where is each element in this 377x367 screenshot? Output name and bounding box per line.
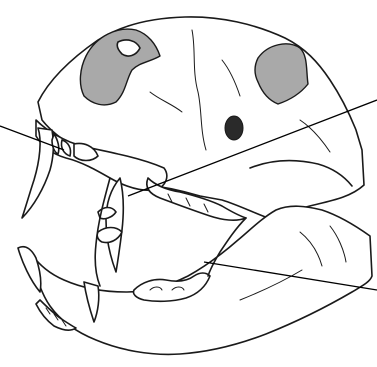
upper-canine bbox=[22, 128, 53, 218]
nasal-foramen bbox=[225, 116, 243, 140]
upper-fang bbox=[106, 178, 123, 272]
lower-canine bbox=[18, 247, 41, 292]
